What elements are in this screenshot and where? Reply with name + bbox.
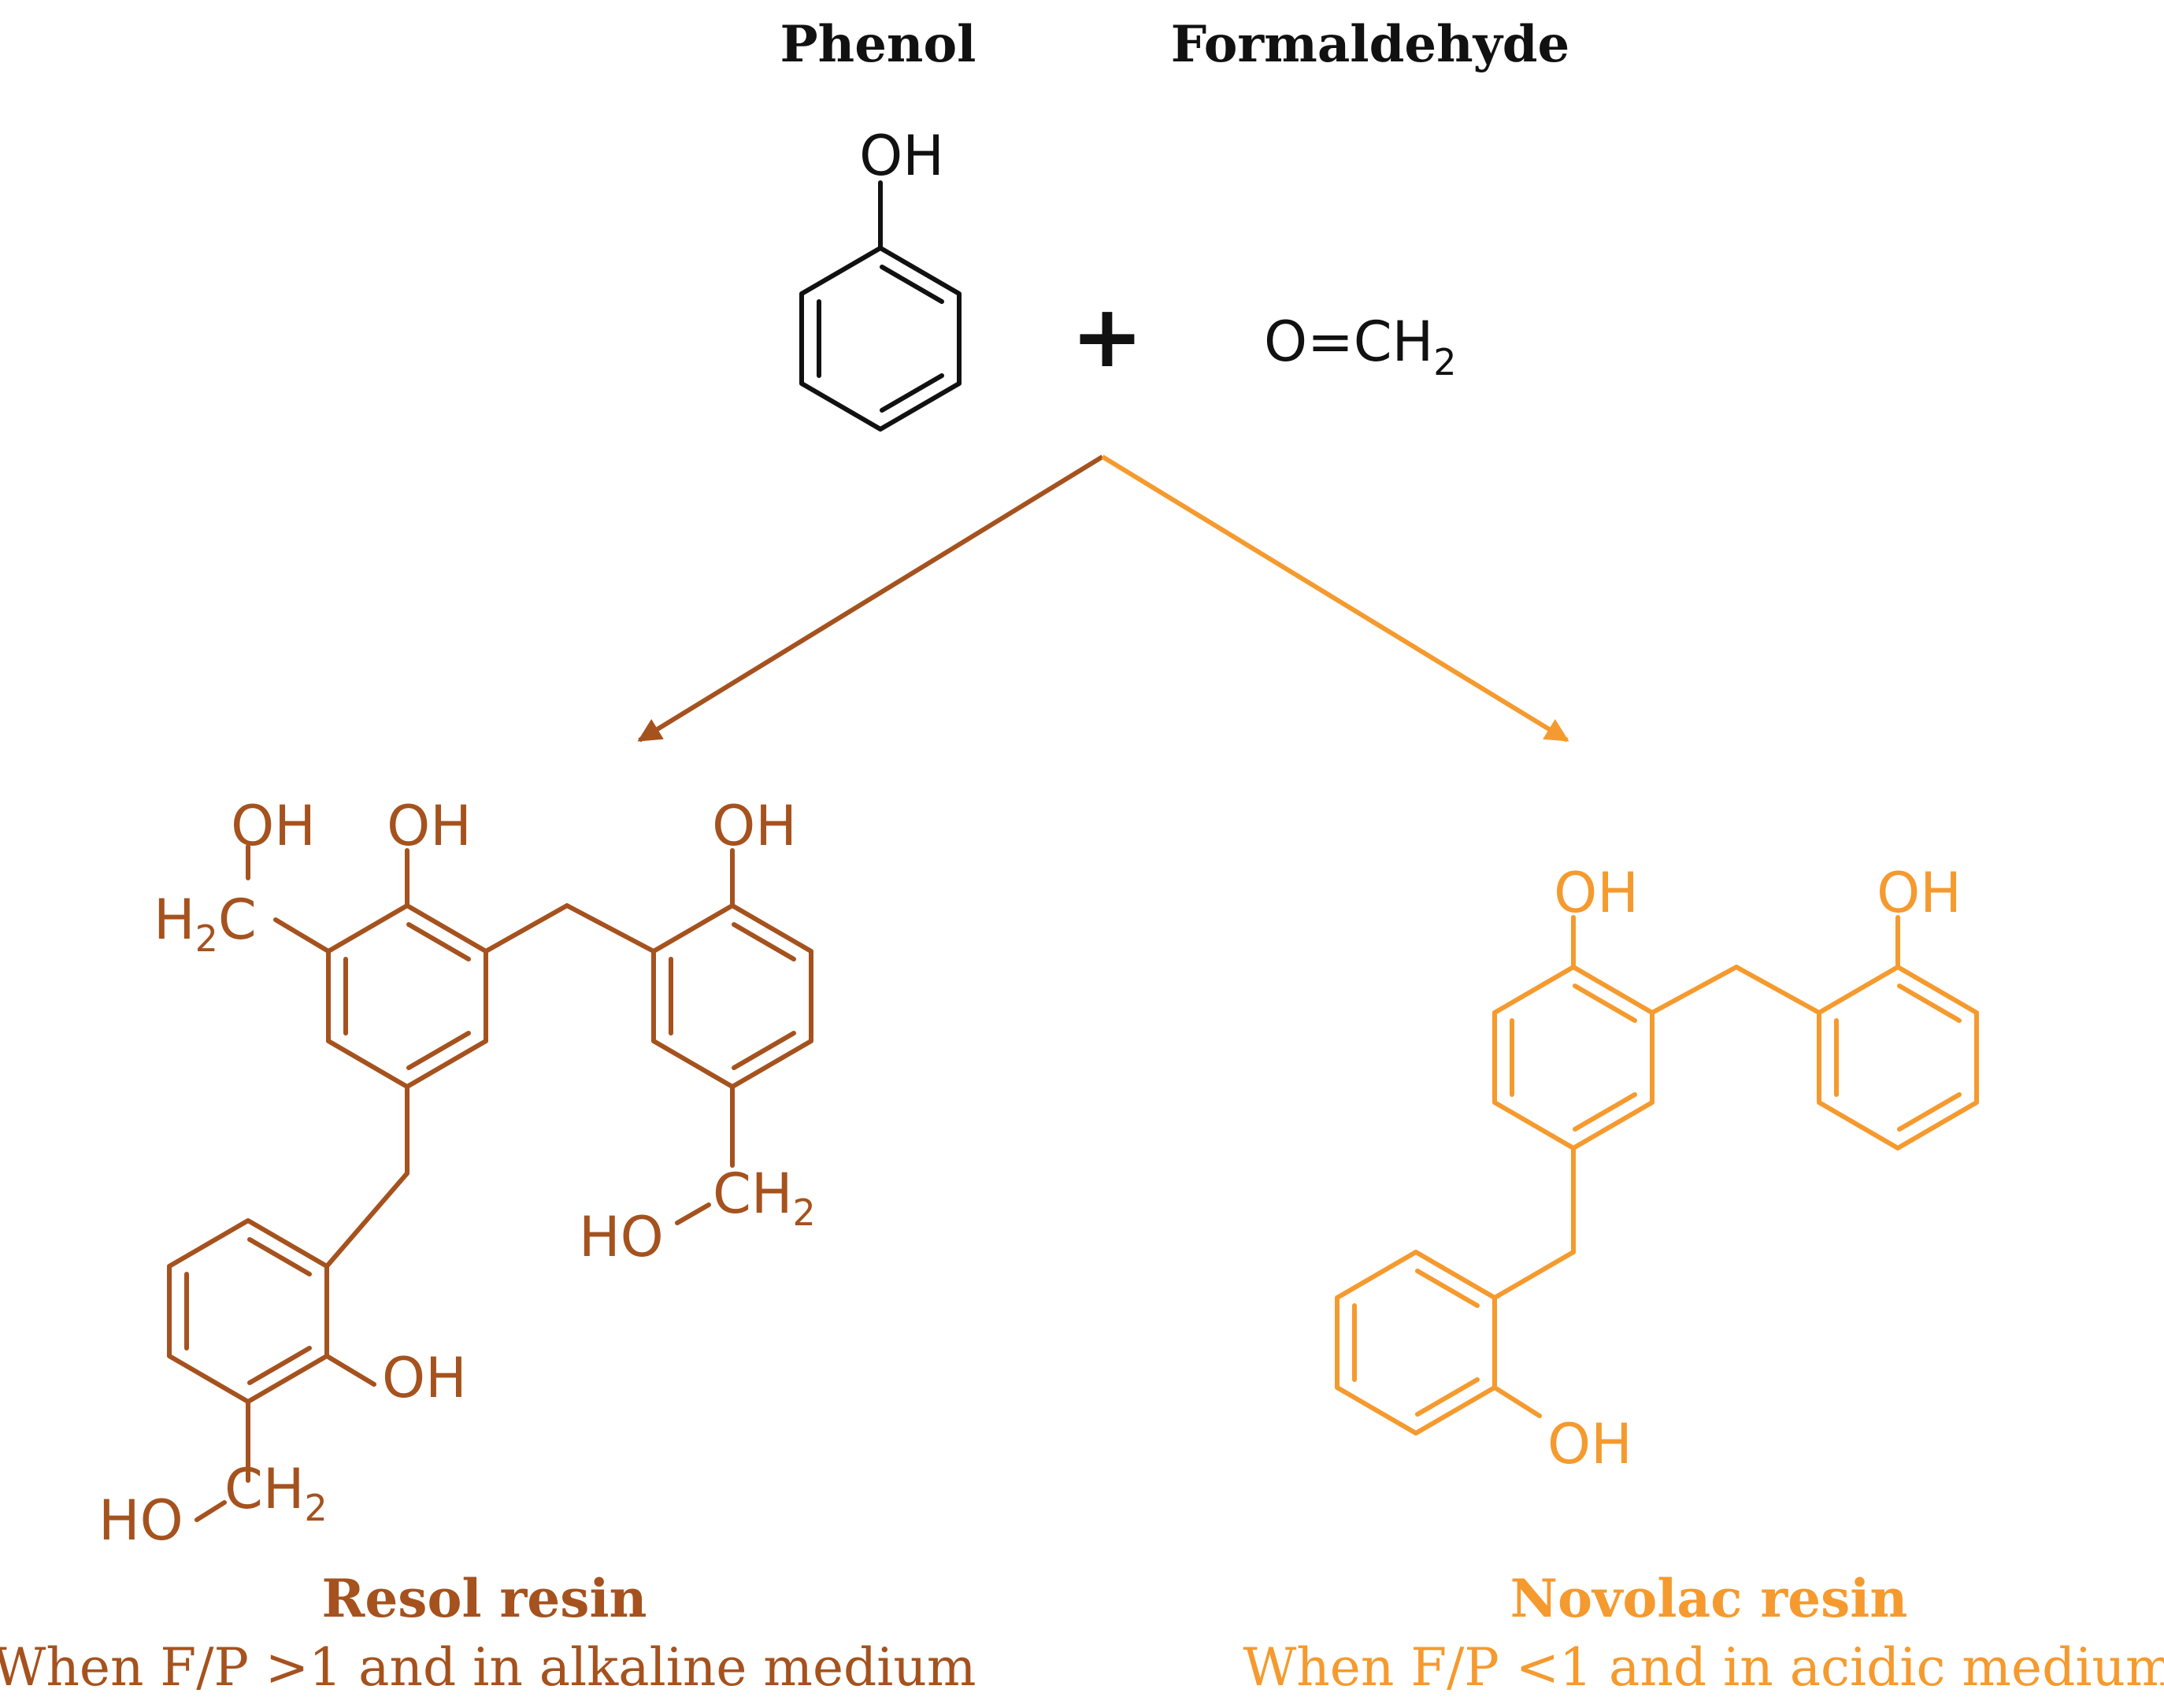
plus-sign: + [1071,286,1143,387]
resol-condition: When F/P >1 and in alkaline medium [0,1637,976,1698]
novolac-structure [1335,915,1979,1436]
resol-atom-labels: OH OH OH H2C CH2 HO OH CH2 HO [98,794,816,1553]
novolac-condition: When F/P <1 and in acidic medium [1243,1637,2164,1698]
resol-ho-label: HO [98,1488,183,1553]
novolac-ring-b [1817,965,1979,1150]
resol-name: Resol resin [321,1568,647,1629]
resol-ring-c [167,1218,329,1404]
resol-ring-a-double-bond [406,1031,471,1070]
resol-bond [324,1171,409,1269]
resol-structure [167,844,813,1522]
novolac-name: Novolac resin [1510,1568,1908,1629]
novolac-ring-c-double-bond [1415,1377,1480,1417]
resol-bond [675,1202,711,1225]
novolac-hydroxyl-label: OH [1554,861,1639,925]
novolac-ring-c-double-bond [1415,1269,1480,1308]
novolac-bond [1492,1385,1542,1418]
resol-hydroxyl-label: OH [387,794,472,858]
novolac-bond [1734,965,1821,1015]
arrow-to-resol [637,454,1104,743]
resol-ring-a [326,903,488,1089]
novolac-hydroxyl-label: OH [1547,1412,1632,1476]
resol-bond [484,903,569,954]
novolac-bond [1492,1250,1576,1300]
phenol-double-bond [880,373,944,413]
phenol-hydroxyl-label: OH [859,124,944,188]
formaldehyde-formula-main: O=CH [1264,309,1433,374]
resol-hydroxyl-label: OH [382,1346,467,1410]
resol-ho-label: HO [579,1205,664,1269]
resol-ring-c-double-bond [247,1346,312,1385]
resol-h2c-label: H2C [154,887,257,960]
resol-ring-b-double-bond [732,1031,796,1070]
novolac-ring-b-double-bond [1897,1092,1962,1132]
resol-ch2-label: CH2 [713,1162,816,1234]
resol-hydroxyl-label: OH [231,794,316,858]
resol-ring-c-double-bond [247,1237,312,1276]
novolac-ring-a-double-bond [1573,1092,1637,1132]
phenol-ring [799,246,962,432]
formaldehyde-formula-subscript: 2 [1433,341,1456,383]
resol-bond [273,917,331,954]
resol-ring-b [651,903,813,1089]
phenol-double-bond [880,265,944,304]
formaldehyde-label: Formaldehyde [1171,15,1570,74]
novolac-hydroxyl-label: OH [1877,861,1962,925]
resol-bond [195,1500,227,1522]
resol-ring-a-double-bond [406,922,471,961]
arrow-to-novolac [1101,454,1569,743]
phenol-structure [799,180,962,432]
phenol-label: Phenol [780,15,976,74]
resol-bond [565,903,656,954]
novolac-bond [1650,965,1739,1015]
novolac-ring-a-double-bond [1573,984,1637,1023]
resol-hydroxyl-label: OH [712,794,797,858]
novolac-atom-labels: OH OH OH [1547,861,1962,1476]
novolac-ring-a [1492,965,1654,1150]
resol-bond [324,1354,376,1387]
formaldehyde-formula: O=CH2 [1264,309,1457,383]
resol-ring-b-double-bond [732,922,796,961]
novolac-ring-b-double-bond [1897,984,1962,1023]
resol-ch2-label: CH2 [224,1457,328,1529]
novolac-ring-c [1335,1250,1497,1436]
reactants: Phenol Formaldehyde OH + O=CH2 [780,15,1570,432]
